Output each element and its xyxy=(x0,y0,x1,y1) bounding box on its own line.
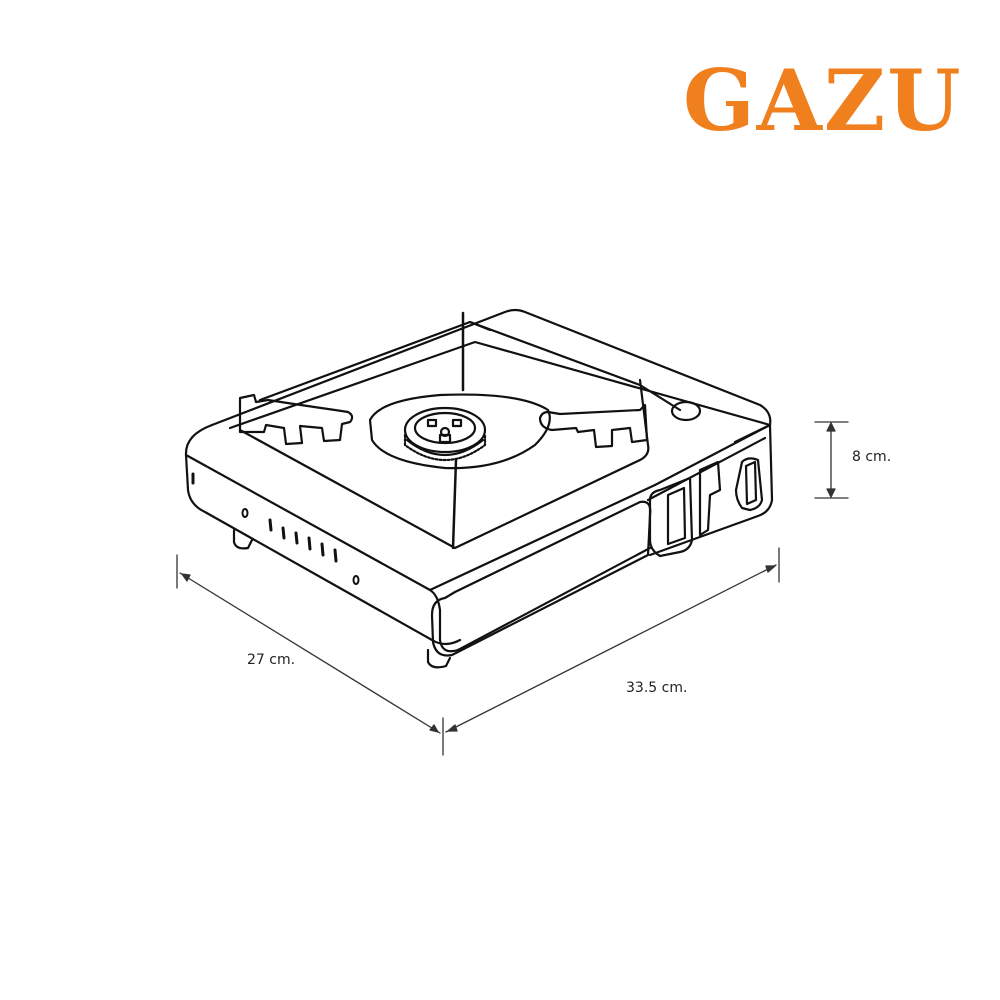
pan-support-rod xyxy=(451,311,465,550)
side-vents xyxy=(191,472,360,585)
brand-logo: GAZU xyxy=(683,51,963,150)
control-panel xyxy=(648,457,764,558)
right-pot-support xyxy=(538,403,649,449)
stove-body xyxy=(184,423,774,657)
left-pot-support xyxy=(238,393,354,446)
depth-dimension-line xyxy=(176,554,444,756)
depth-label: 27 cm. xyxy=(247,652,296,668)
cartridge-hole xyxy=(670,400,702,422)
height-dimension-line xyxy=(814,421,849,499)
stove-feet xyxy=(232,528,452,669)
width-label: 33.5 cm. xyxy=(626,680,688,696)
height-label: 8 cm. xyxy=(852,449,892,465)
stove-top-plate xyxy=(210,308,772,550)
width-dimension-line xyxy=(445,547,780,733)
burner xyxy=(403,406,487,462)
